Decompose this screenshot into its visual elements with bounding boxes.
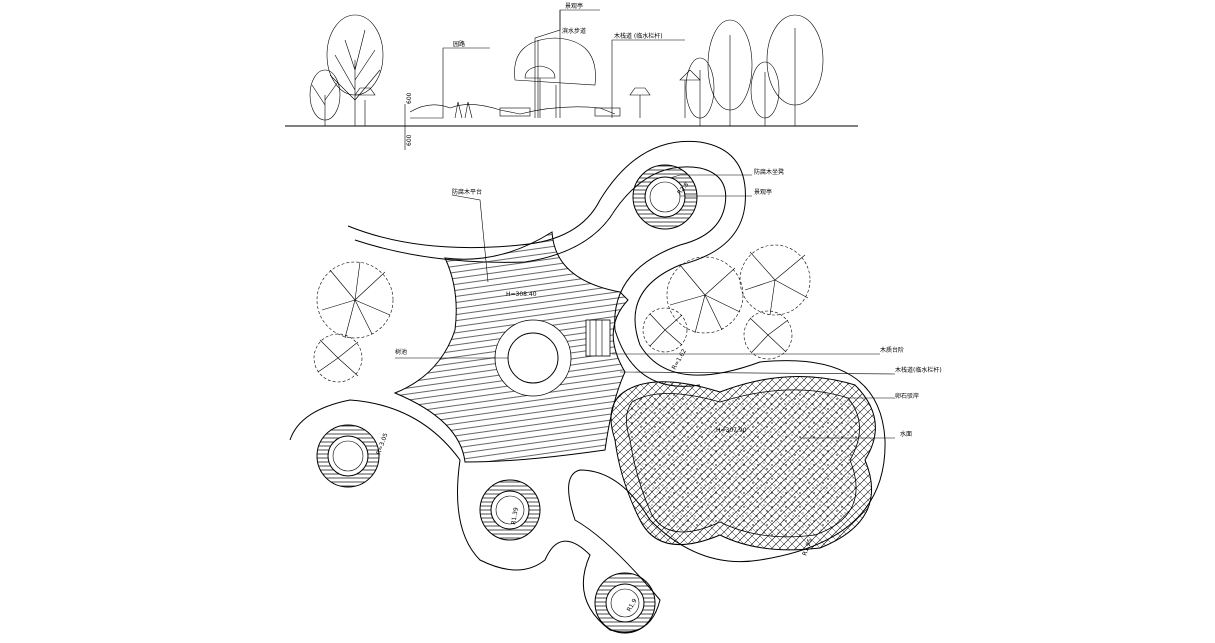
label-water: 水面 — [900, 430, 912, 438]
elevation-label-4: 木栈道 (临水栏杆) — [614, 32, 663, 40]
dim-3: R=3.05 — [375, 432, 389, 456]
stairs — [585, 319, 611, 357]
tree-pool — [632, 164, 698, 230]
plan-tree — [313, 333, 363, 383]
pond-water — [626, 389, 860, 538]
label-railing: 木栈道(临水栏杆) — [895, 366, 942, 374]
plan-tree — [666, 256, 744, 334]
plan-tree — [739, 244, 811, 316]
elevation-leaders — [404, 9, 685, 150]
elevation-tree — [309, 14, 384, 126]
elevation-label-3: 滨水步道 — [562, 27, 586, 35]
elevation-mark-deck: H=308.40 — [506, 291, 537, 298]
elevation-tree — [629, 14, 824, 126]
label-pebble-edge: 卵石驳岸 — [895, 392, 919, 400]
elevation-view: 园路 景观亭 滨水步道 木栈道 (临水栏杆) 600 600 — [285, 2, 858, 150]
elevation-mark-pond: H=307.90 — [716, 427, 747, 434]
plan-tree — [743, 310, 793, 360]
tree-pool — [594, 572, 656, 634]
label-top-2: 景观亭 — [754, 188, 772, 196]
tree-pool — [316, 424, 380, 488]
tree-pool — [479, 479, 541, 541]
elevation-dim-1: 600 — [406, 92, 413, 104]
elevation-label-1: 园路 — [453, 40, 465, 48]
label-tree-pool: 树池 — [395, 348, 407, 356]
elevation-label-2: 景观亭 — [565, 2, 583, 10]
plan-view: 防腐木平台 防腐木坐凳 景观亭 树池 木质台阶 木栈道(临水栏杆) 卵石驳岸 水… — [289, 140, 942, 634]
plan-tree — [642, 307, 688, 353]
elevation-pavilion — [409, 10, 621, 119]
plan-leaders — [395, 174, 896, 439]
dim-2: R=1.62 — [671, 348, 688, 371]
dim-4: R1.39 — [510, 507, 520, 526]
label-top-1: 防腐木坐凳 — [754, 168, 784, 176]
path-outline — [289, 140, 886, 633]
deck-tree-pool — [507, 332, 559, 384]
label-stairs: 木质台阶 — [880, 346, 904, 354]
label-wood-deck: 防腐木平台 — [452, 188, 482, 196]
elevation-dim-2: 600 — [406, 134, 413, 146]
plan-tree — [316, 261, 394, 339]
